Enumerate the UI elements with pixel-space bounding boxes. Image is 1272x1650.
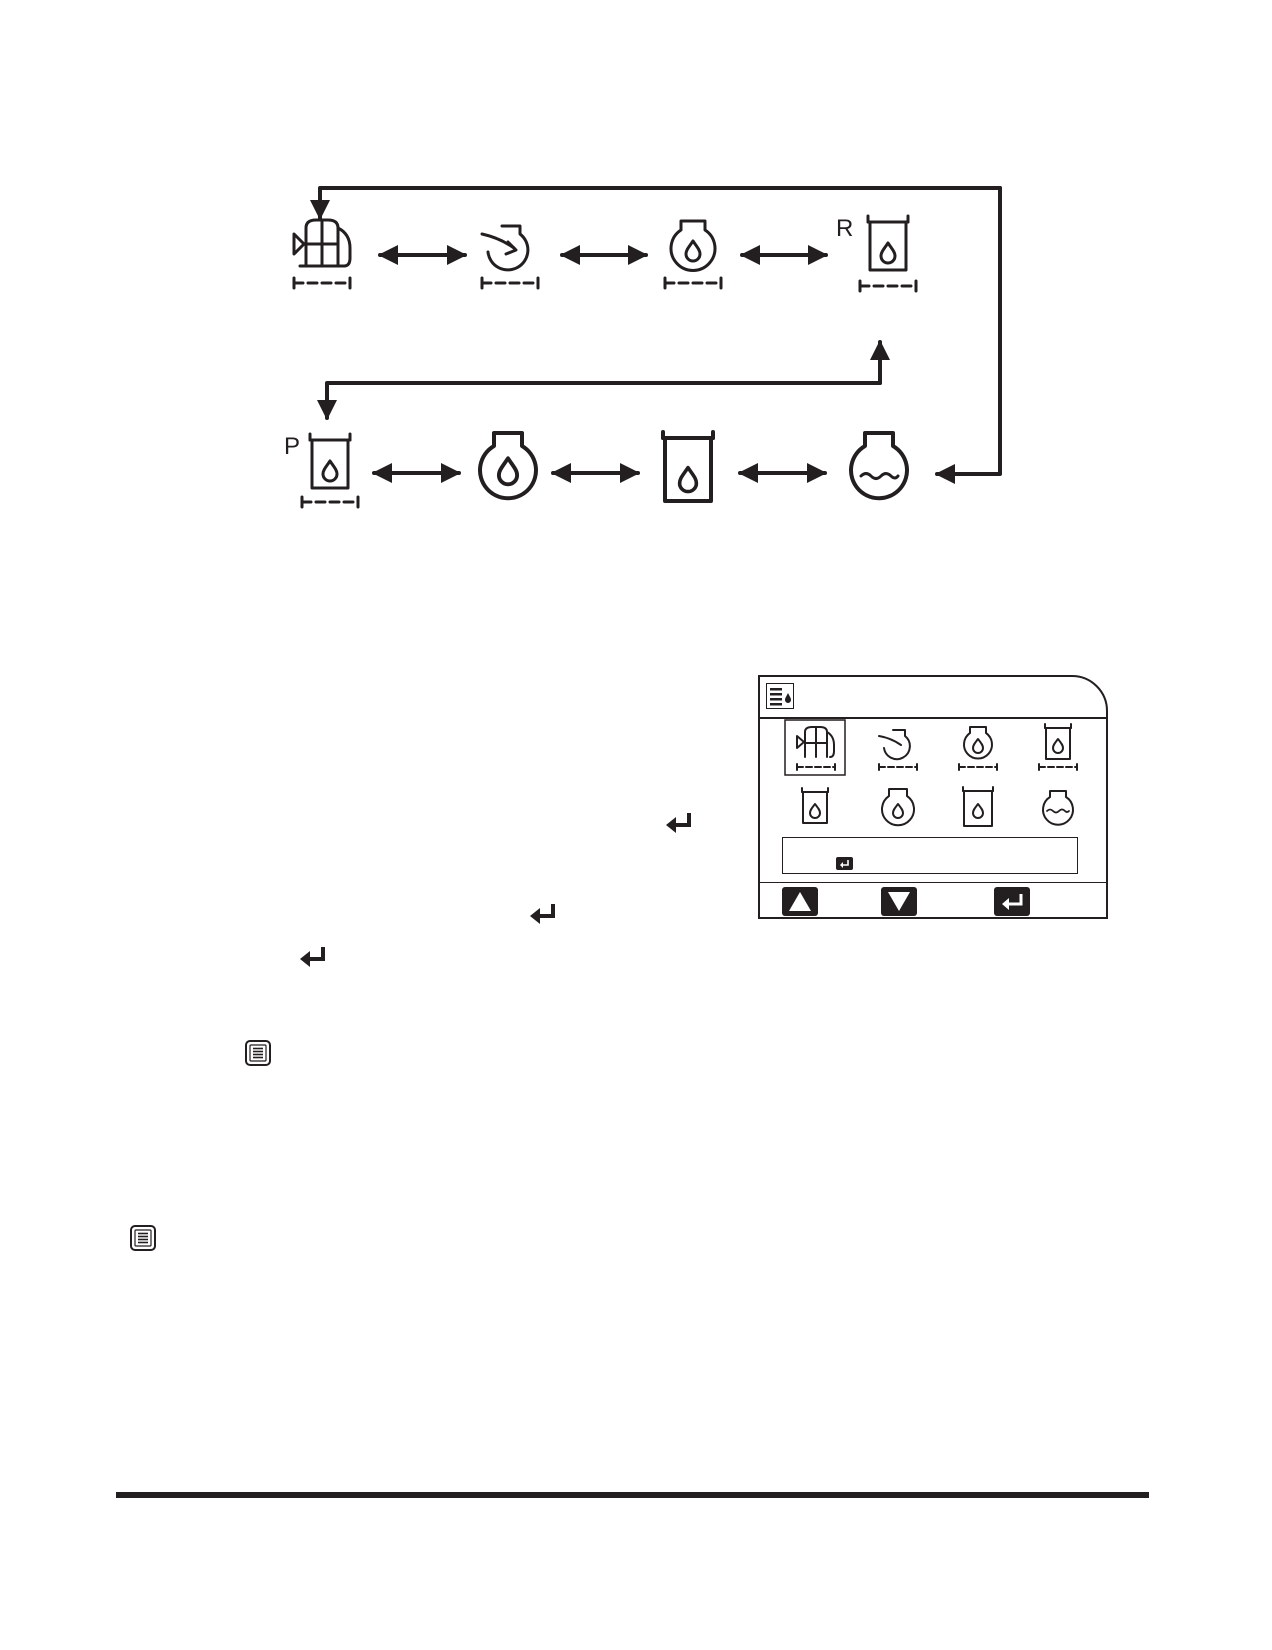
fuel-pump-icon — [292, 218, 352, 290]
screen-reserve-tank-icon[interactable] — [1038, 723, 1078, 771]
p-tank-label: P — [284, 433, 301, 460]
r-tank-label: R — [836, 215, 854, 242]
reserve-tank-icon — [858, 214, 918, 293]
down-arrow-button[interactable] — [881, 887, 917, 916]
screen-coolant-tank-icon[interactable] — [1042, 790, 1074, 826]
oil-menu-icon[interactable] — [766, 683, 794, 709]
screen-fuel-pump-icon[interactable] — [796, 726, 836, 771]
selection-frame — [784, 719, 846, 776]
oil-flow-diagram — [292, 186, 1002, 509]
screen-transfer-pump-icon[interactable] — [878, 729, 918, 771]
controller-display — [758, 675, 1108, 919]
screen-oil-tank-icon[interactable] — [962, 786, 994, 827]
primary-tank-icon — [300, 432, 360, 509]
menu-list-icon — [245, 1040, 271, 1066]
enter-icon — [664, 811, 694, 835]
enter-button[interactable] — [994, 887, 1030, 916]
oil-sump-icon — [663, 219, 723, 290]
coolant-tank-icon — [849, 431, 909, 501]
transfer-pump-icon — [480, 224, 540, 290]
screen-oil-sump-icon[interactable] — [958, 726, 998, 771]
screen-info-box — [782, 837, 1078, 874]
up-arrow-button[interactable] — [782, 887, 818, 916]
enter-icon — [298, 945, 328, 969]
engine-oil-icon — [478, 431, 538, 501]
return-connector-right — [935, 186, 1002, 484]
enter-icon — [528, 902, 558, 926]
return-connector-top — [310, 186, 1002, 220]
feed-to-p-tank — [317, 381, 882, 420]
oil-tank-icon — [661, 430, 715, 503]
screen-engine-oil-icon[interactable] — [881, 788, 915, 827]
screen-enter-icon — [836, 857, 853, 870]
screen-button-bar — [760, 882, 1106, 883]
footer-rule — [116, 1492, 1149, 1498]
screen-primary-tank-icon[interactable] — [801, 787, 829, 824]
display-header — [760, 677, 1106, 719]
menu-list-icon — [130, 1225, 156, 1251]
